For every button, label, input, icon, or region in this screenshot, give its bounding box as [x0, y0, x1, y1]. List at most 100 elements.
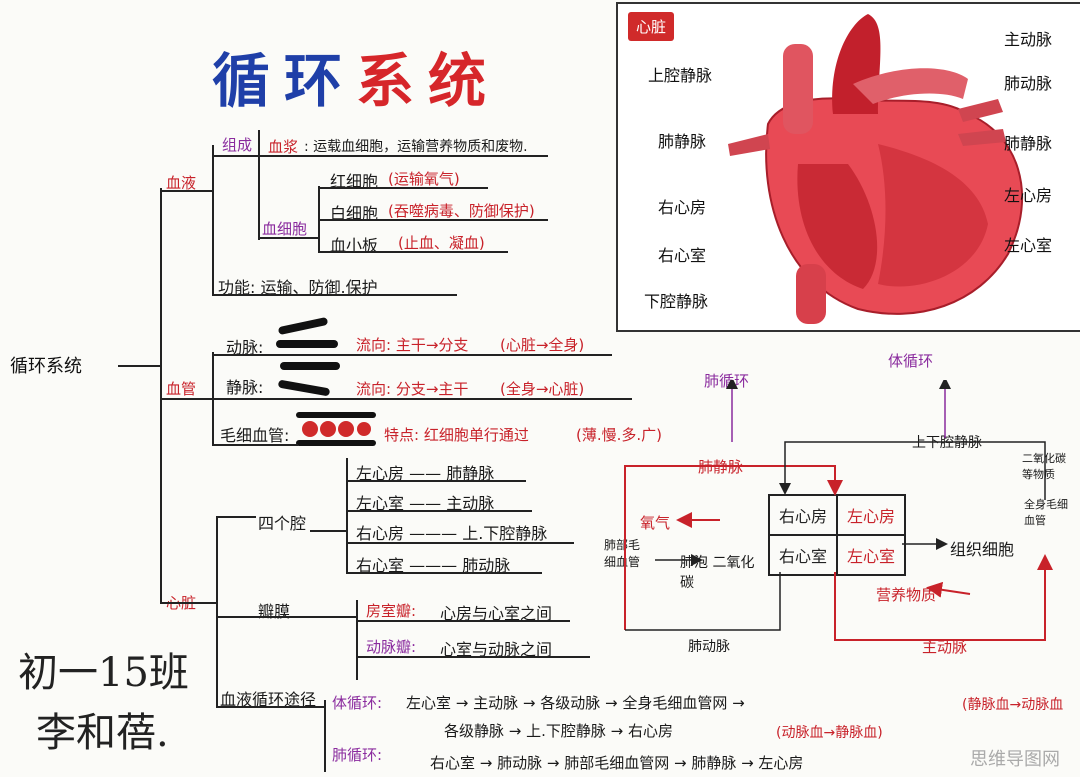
artery-dir: (心脏→全身) — [500, 336, 585, 354]
valve1-name: 房室瓣: — [366, 602, 417, 620]
chambers-connector2 — [310, 530, 346, 532]
flow-lung-cap: 肺部毛细血管 — [604, 538, 641, 569]
function-line — [212, 294, 457, 296]
valves-trunk — [356, 600, 358, 680]
capillary-wall-bottom — [296, 440, 376, 446]
artery-flow: 流向: 主干→分支 — [356, 336, 469, 354]
heart-tag: 心脏 — [628, 12, 675, 41]
heart-connector — [160, 602, 216, 604]
cells-label: 血细胞 — [262, 220, 308, 238]
heart-chamber-grid: 右心房 左心房 右心室 左心室 — [768, 494, 906, 576]
pulmonary-path: 右心室 → 肺动脉 → 肺部毛细血管网 → 肺静脉 → 左心房 — [430, 754, 804, 772]
label-ivc: 下腔静脉 — [644, 292, 709, 311]
label-lv: 左心室 — [1004, 236, 1053, 255]
blood-connector — [160, 190, 212, 192]
grid-ra: 右心房 — [778, 507, 827, 526]
heart-diagram: 心脏 上腔静脉 肺静脉 右心房 右心室 下腔静脉 主动脉 肺动脉 肺静脉 左心房… — [616, 2, 1080, 332]
capillary-cells — [300, 420, 372, 442]
valve1-text: 心房与心室之间 — [440, 604, 553, 623]
heart-trunk — [216, 516, 218, 706]
pulmonary-label: 肺循环: — [332, 746, 383, 764]
page-title: 循环系统 — [212, 34, 500, 118]
title-part2: 系统 — [356, 47, 501, 115]
valves-connector — [216, 616, 356, 618]
chambers-trunk — [346, 458, 348, 574]
grid-la: 左心房 — [846, 507, 895, 526]
chamber-0: 左心房 —— 肺静脉 — [356, 464, 495, 483]
branch-blood: 血液 — [166, 174, 197, 192]
chambers-label: 四个腔 — [258, 514, 307, 533]
branch-vessels: 血管 — [166, 380, 197, 398]
label-pv-left: 肺静脉 — [658, 132, 707, 151]
label-pv-right: 肺静脉 — [1004, 134, 1053, 153]
vein-dir: (全身→心脏) — [500, 380, 585, 398]
root-trunk — [160, 188, 162, 603]
plasma-label: 血浆 — [268, 138, 299, 156]
plasma-text: : 运载血细胞，运输营养物质和废物. — [304, 139, 528, 155]
chamber-3: 右心室 ——— 肺动脉 — [356, 556, 511, 575]
blood-function: 功能: 运输、防御.保护 — [218, 278, 378, 297]
label-la: 左心房 — [1004, 186, 1053, 205]
flow-whole-cap: 全身毛细血管 — [1024, 498, 1068, 527]
plasma-line — [258, 155, 548, 157]
rbc-fn: (运输氧气) — [388, 170, 460, 188]
route-connector — [216, 706, 324, 708]
wbc: 白细胞 — [330, 204, 379, 223]
rbc: 红细胞 — [330, 172, 379, 191]
label-aorta: 主动脉 — [1004, 30, 1053, 49]
label-ra: 右心房 — [658, 198, 707, 217]
chamber-1: 左心室 —— 主动脉 — [356, 494, 495, 513]
chamber-0-line — [346, 480, 526, 482]
systemic-label: 体循环: — [332, 694, 383, 712]
heart-illustration — [728, 14, 1023, 324]
systemic-change: (动脉血→静脉血) — [776, 725, 883, 741]
cells-connector — [258, 237, 318, 239]
grid-rv: 右心室 — [778, 547, 827, 566]
signature-name: 李和蓓. — [36, 710, 169, 756]
vein-drawing-2 — [277, 379, 331, 397]
artery: 动脉: — [226, 338, 264, 357]
comp-trunk — [258, 130, 260, 240]
watermark: 思维导图网 — [970, 749, 1060, 770]
vein-drawing — [280, 362, 340, 370]
route-trunk — [324, 700, 326, 772]
flow-oxygen: 氧气 — [640, 514, 671, 532]
route-label: 血液循环途径 — [220, 690, 317, 709]
signature-class: 初一15班 — [18, 650, 189, 696]
chamber-2: 右心房 ——— 上.下腔静脉 — [356, 524, 548, 543]
systemic-path: 左心室 → 主动脉 → 各级动脉 → 全身毛细血管网 → — [406, 694, 745, 712]
grid-lv: 左心室 — [846, 547, 895, 566]
artery-drawing-2 — [276, 340, 338, 348]
vein-flow: 流向: 分支→主干 — [356, 380, 469, 398]
chamber-2-line — [346, 542, 574, 544]
valve1-line — [356, 620, 570, 622]
chambers-connector — [216, 516, 256, 518]
plt: 血小板 — [330, 236, 379, 255]
valve2-line — [356, 656, 590, 658]
label-rv: 右心室 — [658, 246, 707, 265]
cap-feature: 特点: 红细胞单行通过 — [384, 426, 529, 444]
flow-sys-circ: 体循环 — [888, 352, 934, 370]
flow-pulm-artery: 肺动脉 — [688, 639, 730, 655]
plt-line — [318, 251, 508, 253]
plt-fn: (止血、凝血) — [398, 234, 485, 252]
title-part1: 循环 — [212, 47, 357, 115]
label-pa: 肺动脉 — [1004, 74, 1053, 93]
valve2-name: 动脉瓣: — [366, 638, 417, 656]
flow-co2-waste: 二氧化碳等物质 — [1022, 452, 1066, 481]
flow-aorta: 主动脉 — [922, 638, 968, 656]
blood-trunk — [212, 145, 214, 295]
blood-composition: 组成 — [222, 136, 253, 154]
flow-svc-ivc: 上下腔静脉 — [912, 435, 982, 451]
systemic-change-right: (静脉血→动脉血 — [962, 697, 1064, 713]
chamber-3-line — [346, 572, 542, 574]
capillary-wall-top — [296, 412, 376, 418]
label-svc: 上腔静脉 — [648, 66, 713, 85]
root-connector — [118, 365, 160, 367]
flow-tissue: 组织细胞 — [950, 540, 1015, 559]
valves-label: 瓣膜 — [258, 602, 291, 621]
rbc-line — [318, 187, 488, 189]
wbc-fn: (吞噬病毒、防御保护) — [388, 202, 535, 220]
valve2-text: 心室与动脉之间 — [440, 640, 553, 659]
chamber-1-line — [346, 510, 532, 512]
